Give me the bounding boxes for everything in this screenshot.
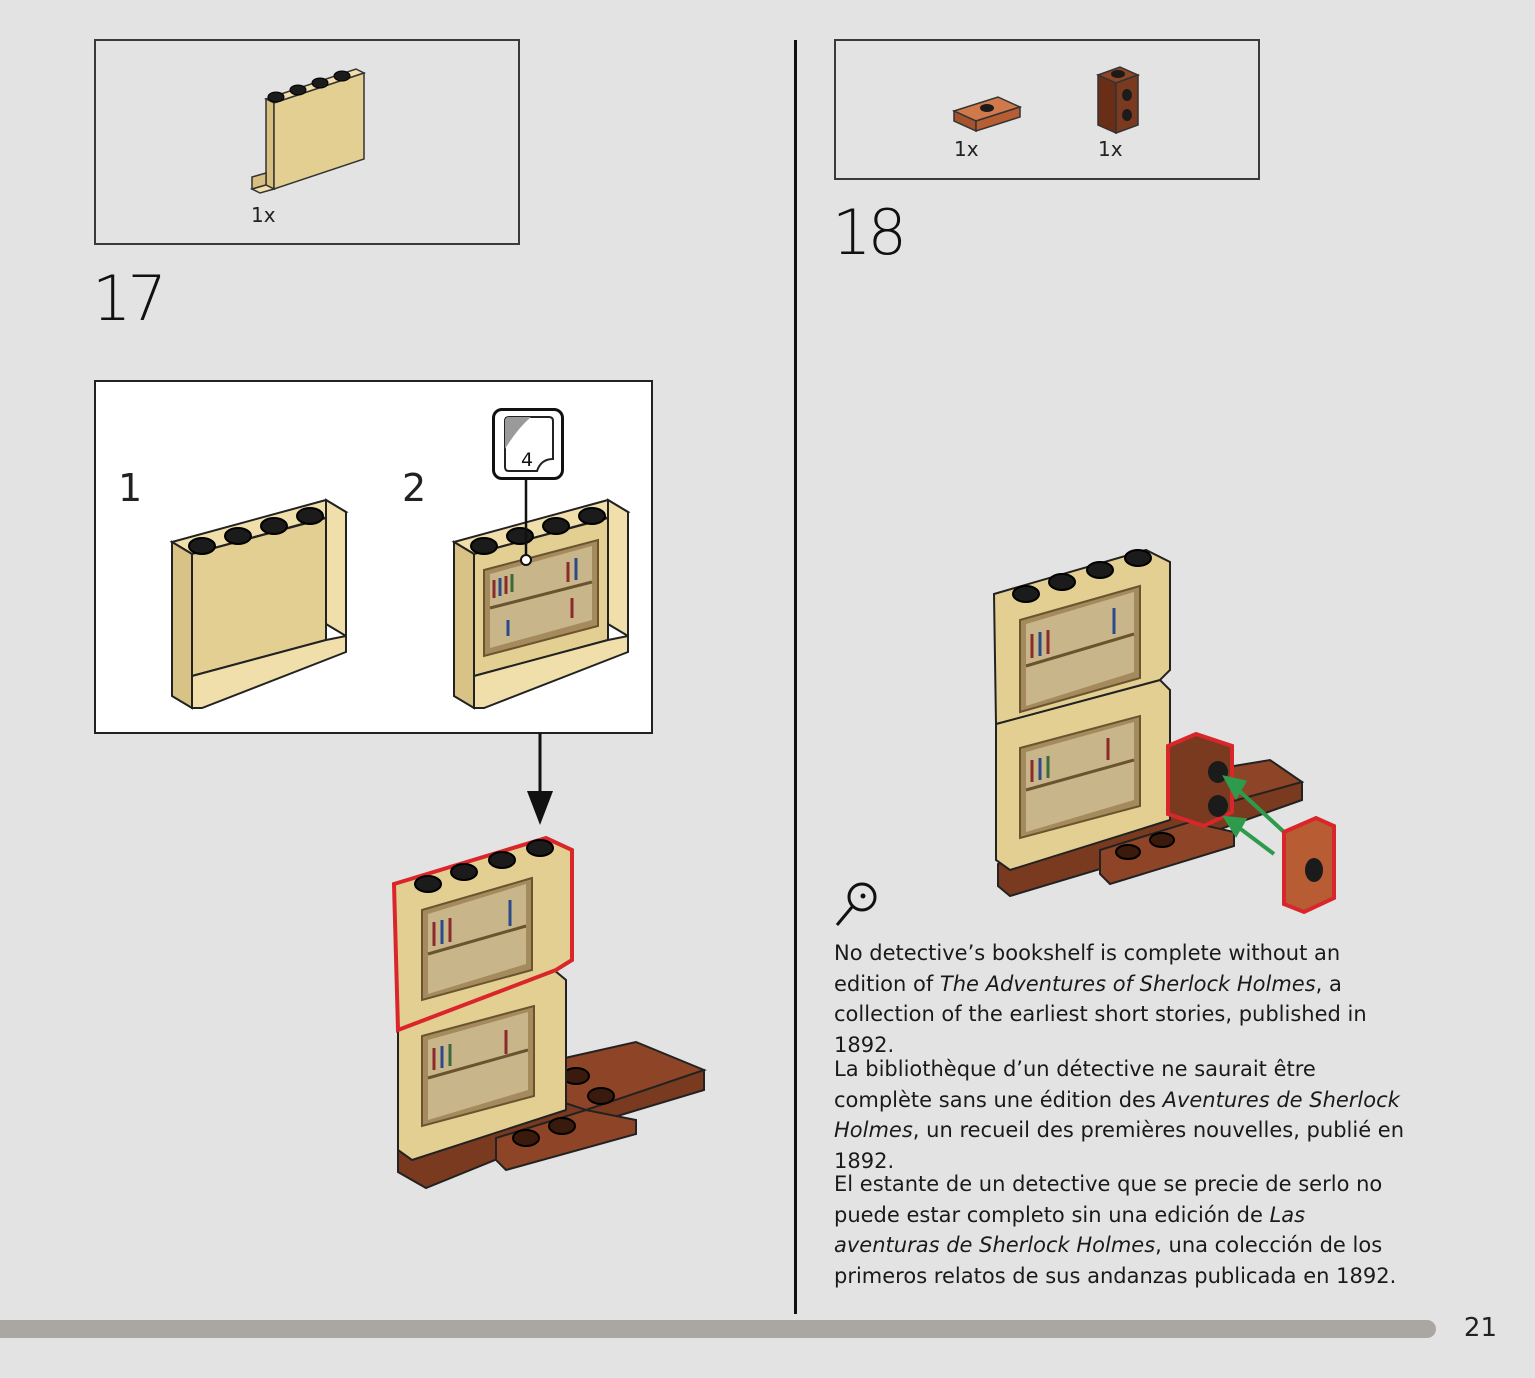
- step17-parts-box: 1x: [94, 39, 520, 245]
- sticker-pointer-line: [520, 478, 532, 566]
- part-quantity: 1x: [954, 137, 979, 161]
- page-number: 21: [1463, 1313, 1497, 1343]
- brown-brick-part-icon: [1095, 66, 1141, 135]
- step18-parts-box: 1x 1x: [834, 39, 1260, 180]
- sticker-number: 4: [521, 449, 534, 471]
- info-text-en: No detective’s bookshelf is complete wit…: [834, 941, 1367, 1057]
- part-quantity: 1x: [251, 203, 276, 227]
- bookshelf-panel-illustration: [451, 498, 631, 710]
- tan-panel-illustration: [169, 498, 349, 710]
- substep-box: 1 2: [94, 380, 653, 734]
- column-divider: [794, 40, 797, 1314]
- orange-jumper-plate-part-icon: [951, 96, 1023, 133]
- sticker-page-icon: [504, 416, 554, 472]
- down-arrow-icon: [527, 733, 553, 825]
- info-text-es: El estante de un detective que se precie…: [834, 1172, 1397, 1288]
- page-progress-bar: [0, 1320, 1436, 1338]
- magnifying-glass-icon: [835, 882, 877, 926]
- step-number: 18: [832, 196, 907, 269]
- substep-number: 2: [402, 466, 427, 510]
- step17-assembly-illustration: [391, 835, 707, 1190]
- info-text-fr: La bibliothèque d’un détective ne saurai…: [834, 1057, 1405, 1173]
- sticker-callout: 4: [492, 408, 564, 480]
- step18-assembly-illustration: [992, 548, 1336, 915]
- step-number: 17: [92, 262, 167, 335]
- part-quantity: 1x: [1098, 137, 1123, 161]
- tan-panel-part-icon: [249, 68, 366, 194]
- substep-number: 1: [118, 466, 143, 510]
